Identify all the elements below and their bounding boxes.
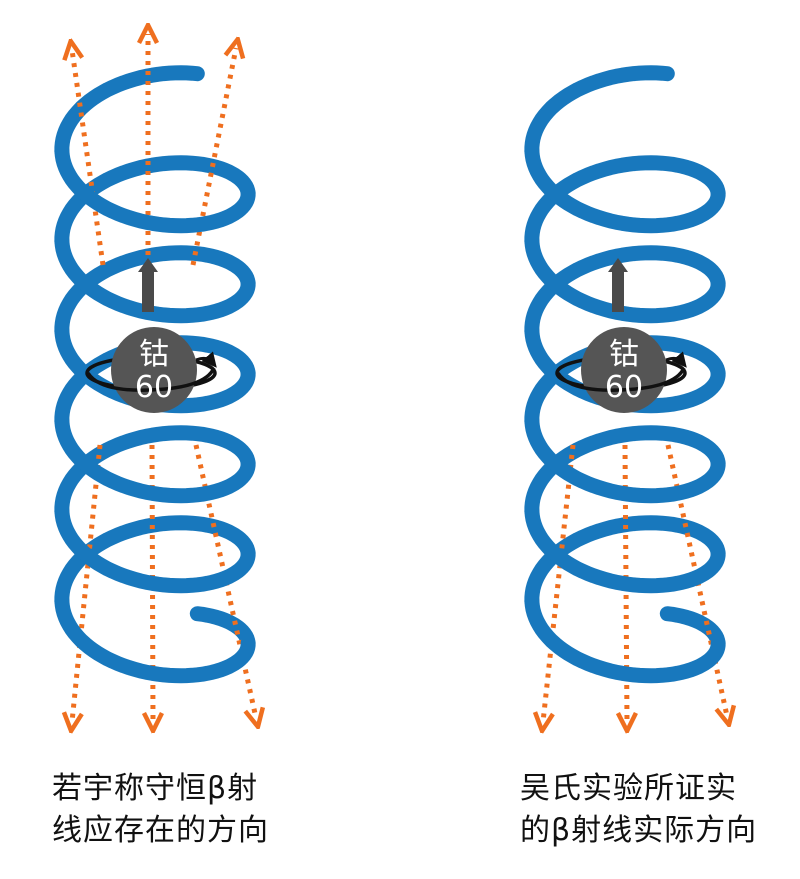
left-coil-front-segment bbox=[54, 413, 256, 504]
left-ball-label-1: 钴 bbox=[139, 337, 169, 372]
left-coil-front bbox=[54, 143, 256, 684]
right-down-arrow-1 bbox=[543, 444, 576, 722]
left-coil-front-segment bbox=[54, 593, 256, 684]
right-panel: 钴 60 bbox=[524, 65, 727, 722]
right-coil-back-segment bbox=[524, 155, 726, 249]
left-spin-direction-icon bbox=[195, 351, 217, 368]
left-coil-back-segment bbox=[54, 155, 256, 249]
left-coil-back-segment bbox=[54, 65, 205, 159]
left-coil-front-segment bbox=[54, 143, 256, 234]
right-coil-back-segment bbox=[524, 65, 675, 159]
left-coil-back-segment bbox=[54, 245, 256, 339]
right-caption-line-1: 吴氏实验所证实 bbox=[520, 771, 737, 806]
left-nucleus: 钴 60 bbox=[85, 258, 217, 413]
right-coil-back-segment bbox=[659, 606, 726, 651]
left-up-arrows bbox=[72, 34, 236, 266]
left-caption: 若宇称守恒β射 线应存在的方向 bbox=[52, 768, 269, 852]
left-up-arrow-3 bbox=[190, 48, 236, 266]
right-nucleus: 钴 60 bbox=[555, 258, 687, 413]
right-coil-front bbox=[524, 143, 726, 684]
left-caption-line-1: 若宇称守恒β射 bbox=[52, 771, 259, 806]
right-coil-back-segment bbox=[524, 425, 726, 519]
right-coil-front-segment bbox=[524, 503, 726, 594]
left-up-arrow-1 bbox=[72, 50, 106, 266]
right-caption-line-2: 的β射线实际方向 bbox=[520, 813, 758, 848]
left-coil-front-segment bbox=[54, 233, 256, 324]
right-spin-direction-icon bbox=[665, 351, 687, 368]
right-ball-label-2: 60 bbox=[605, 370, 643, 405]
right-coil-front-segment bbox=[524, 593, 726, 684]
right-coil-front-segment bbox=[524, 413, 726, 504]
right-coil-front-segment bbox=[524, 233, 726, 324]
right-coil-back-segment bbox=[524, 245, 726, 339]
right-coil-front-segment bbox=[524, 143, 726, 234]
left-panel: 钴 60 bbox=[54, 34, 256, 722]
left-coil-back-segment bbox=[189, 606, 256, 651]
right-spin-ring-front-icon bbox=[556, 367, 686, 392]
left-coil-back-segment bbox=[54, 425, 256, 519]
left-caption-line-2: 线应存在的方向 bbox=[52, 813, 269, 848]
left-spin-ring-front-icon bbox=[86, 367, 216, 392]
left-spin-arrow-icon bbox=[138, 258, 158, 312]
right-coil-back-segment bbox=[524, 515, 726, 609]
left-coil-front-segment bbox=[54, 503, 256, 594]
right-coil-back bbox=[524, 65, 726, 651]
right-caption: 吴氏实验所证实 的β射线实际方向 bbox=[520, 768, 757, 852]
left-down-arrow-1 bbox=[72, 444, 103, 722]
left-ball-label-2: 60 bbox=[135, 370, 173, 405]
right-down-arrow-3 bbox=[665, 444, 727, 716]
right-spin-arrow-icon bbox=[608, 258, 628, 312]
right-ball-label-1: 钴 bbox=[609, 337, 639, 372]
left-down-arrow-3 bbox=[193, 444, 256, 718]
